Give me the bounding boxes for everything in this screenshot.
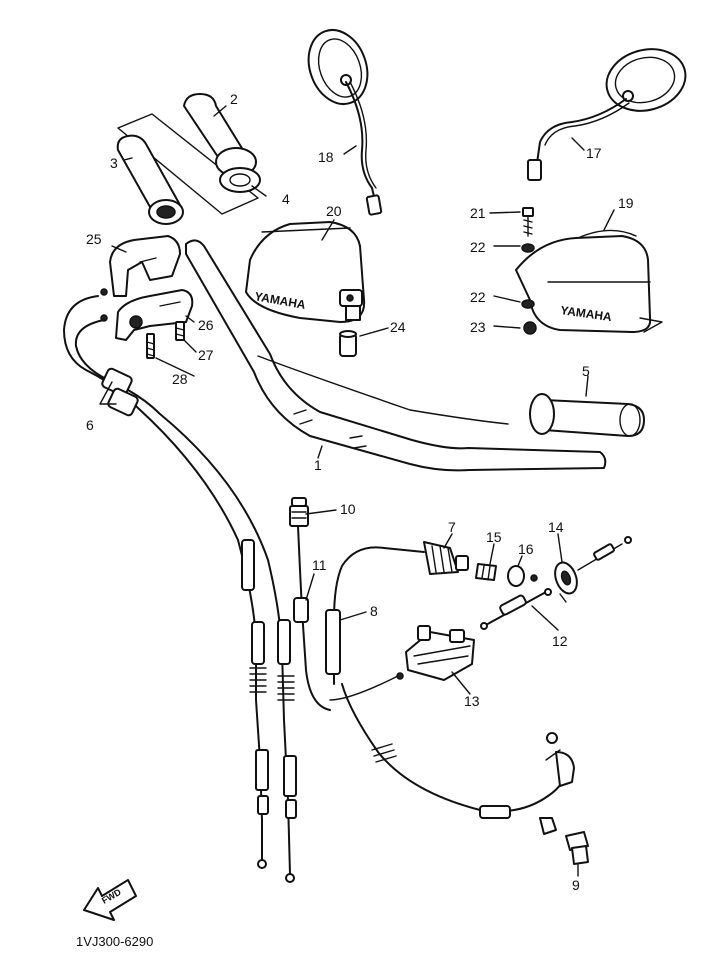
hand-guard-left: YAMAHA bbox=[245, 221, 366, 323]
cable-12 bbox=[480, 588, 552, 630]
callout-17: 17 bbox=[586, 145, 602, 161]
callout-labels: 1 2 3 4 5 6 7 8 9 10 11 12 13 14 15 16 1… bbox=[86, 91, 634, 893]
bolt-9 bbox=[565, 831, 589, 865]
callout-2: 2 bbox=[230, 91, 238, 107]
callout-25: 25 bbox=[86, 231, 102, 247]
callout-27: 27 bbox=[198, 347, 214, 363]
callout-14: 14 bbox=[548, 519, 564, 535]
callout-8: 8 bbox=[370, 603, 378, 619]
callout-16: 16 bbox=[518, 541, 534, 557]
throttle-cables bbox=[63, 295, 297, 883]
callout-22-upper: 22 bbox=[470, 239, 486, 255]
bolt-27 bbox=[175, 321, 185, 341]
holder-upper-25 bbox=[109, 235, 181, 297]
callout-23: 23 bbox=[470, 319, 486, 335]
fasteners-21-23 bbox=[521, 207, 537, 335]
mirror-left bbox=[307, 29, 383, 216]
choke-cable bbox=[289, 497, 331, 711]
callout-24: 24 bbox=[390, 319, 406, 335]
callout-15: 15 bbox=[486, 529, 502, 545]
handlebar bbox=[185, 239, 607, 472]
small-nuts bbox=[100, 288, 108, 322]
callout-5: 5 bbox=[582, 363, 590, 379]
callout-4: 4 bbox=[282, 191, 290, 207]
fwd-arrow-icon: FWD bbox=[83, 879, 137, 921]
bolt-28 bbox=[146, 333, 155, 359]
callout-6: 6 bbox=[86, 417, 94, 433]
catalog-code: 1VJ300-6290 bbox=[76, 934, 153, 949]
leader-lines bbox=[99, 105, 615, 877]
callout-28: 28 bbox=[172, 371, 188, 387]
clutch-cable bbox=[325, 546, 575, 835]
callout-13: 13 bbox=[464, 693, 480, 709]
callout-26: 26 bbox=[198, 317, 214, 333]
callout-1: 1 bbox=[314, 457, 322, 473]
callout-22-lower: 22 bbox=[470, 289, 486, 305]
mirror-right bbox=[527, 48, 687, 181]
callout-11: 11 bbox=[312, 557, 327, 573]
callout-21: 21 bbox=[470, 205, 486, 221]
grip-right-5 bbox=[529, 393, 645, 437]
callout-18: 18 bbox=[318, 149, 334, 165]
callout-3: 3 bbox=[110, 155, 118, 171]
callout-20: 20 bbox=[326, 203, 342, 219]
callout-9: 9 bbox=[572, 877, 580, 893]
grip-group bbox=[116, 93, 261, 225]
adjuster-assembly bbox=[383, 536, 632, 603]
callout-10: 10 bbox=[340, 501, 356, 517]
callout-19: 19 bbox=[618, 195, 634, 211]
collar-24 bbox=[339, 330, 357, 357]
callout-7: 7 bbox=[448, 519, 456, 535]
hand-guard-right: YAMAHA bbox=[515, 229, 663, 333]
switch-13 bbox=[405, 625, 475, 681]
callout-12: 12 bbox=[552, 633, 568, 649]
holder-lower-26 bbox=[115, 289, 194, 341]
